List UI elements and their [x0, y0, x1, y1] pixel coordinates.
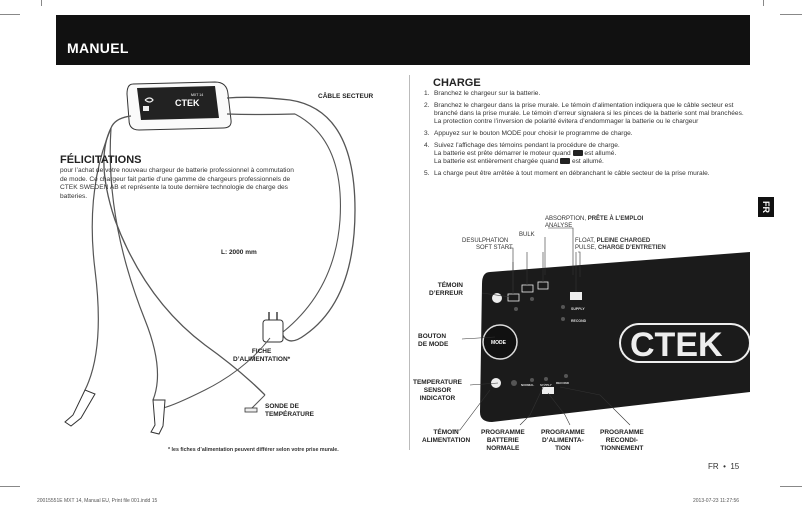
crop-mark: [0, 486, 20, 487]
felicitations-body: pour l’achat de votre nouveau chargeur d…: [60, 167, 294, 200]
ctek-logo: [619, 323, 750, 363]
recond-small-label: RECOND: [571, 319, 587, 323]
mode-button-graphic: [482, 324, 518, 360]
print-date: 2013-07-23 11:27:56: [693, 498, 740, 504]
power-plug: [262, 312, 284, 343]
battery-clamp-left: [64, 389, 96, 427]
temperature-sensor: [244, 394, 266, 413]
crop-mark: [763, 0, 764, 6]
language-tab: FR: [758, 197, 774, 217]
label-desulphation: DESULPHATION: [462, 238, 509, 244]
page-title: MANUEL: [67, 40, 129, 56]
panel-callouts: [452, 227, 631, 431]
cable-label: CÂBLE SECTEUR: [318, 93, 374, 100]
label-prog-batterie: PROGRAMME BATTERIE NORMALE: [481, 429, 525, 452]
length-label: L: 2000 mm: [221, 249, 257, 256]
charger-illustration: CTEK MXT 14: [64, 81, 356, 435]
list-item: 2.Branchez le chargeur dans la prise mur…: [424, 101, 744, 126]
control-panel-illustration: MODE SUPPLY RECOND NORMAL SUPPLY RECOND …: [480, 252, 750, 422]
label-bulk: BULK: [519, 232, 535, 238]
crop-mark: [780, 14, 802, 15]
list-item: 1.Branchez le chargeur sur la batterie.: [424, 90, 541, 97]
column-divider: [409, 75, 410, 450]
label-temp-sensor: TEMPERATURE SENSOR INDICATOR: [413, 379, 462, 402]
label-pulse: PULSE, CHARGE D’ENTRETIEN: [575, 245, 666, 251]
charge-steps: 1.Branchez le chargeur sur la batterie. …: [424, 90, 746, 182]
crop-mark: [41, 0, 42, 6]
mode-button-label: MODE: [491, 340, 507, 346]
full-charge-led-icon: [560, 158, 571, 165]
supply-small-label-2: SUPPLY: [540, 383, 552, 387]
ready-led-icon: [572, 150, 583, 157]
label-temoin-erreur: TÉMOIN D’ERREUR: [429, 282, 463, 297]
header-bar: [56, 15, 750, 65]
label-analyse: ANALYSE: [545, 223, 573, 229]
recond-small-label-2: RECOND: [556, 381, 570, 385]
label-prog-recond: PROGRAMME RECONDI- TIONNEMENT: [600, 429, 644, 452]
ctek-logo-text: CTEK: [630, 326, 723, 364]
label-bouton-mode: BOUTON DE MODE: [418, 333, 449, 348]
label-soft-start: SOFT START: [476, 245, 513, 251]
supply-small-label: SUPPLY: [571, 307, 585, 311]
file-info: 20015551E MXT 14, Manual EU, Print file …: [37, 498, 158, 504]
list-item: 5.La charge peut être arrêtée à tout mom…: [424, 170, 710, 177]
sensor-label: SONDE DE TEMPÉRATURE: [265, 403, 314, 418]
label-float: FLOAT, PLEINE CHARGED: [575, 238, 651, 244]
charger-device: [126, 81, 232, 131]
plug-label: FICHE D’ALIMENTATION*: [233, 348, 291, 363]
normal-small-label: NORMAL: [521, 383, 534, 387]
charge-title: CHARGE: [433, 77, 481, 89]
crop-mark: [0, 14, 20, 15]
list-item: 4. Suivez l’affichage des témoins pendan…: [424, 141, 620, 166]
page-number: FR • 15: [708, 462, 740, 471]
device-model: MXT 14: [191, 93, 203, 97]
footnote: * les fiches d’alimentation peuvent diff…: [168, 447, 339, 453]
felicitations-title: FÉLICITATIONS: [60, 154, 142, 166]
list-item: 3.Appuyez sur le bouton MODE pour choisi…: [424, 130, 633, 137]
crop-mark: [780, 486, 802, 487]
label-absorption: ABSORPTION, PRÊTE À L’EMPLOI: [545, 216, 644, 222]
label-temoin-alim: TÉMOIN ALIMENTATION: [422, 429, 471, 444]
label-prog-alim: PROGRAMME D’ALIMENTA- TION: [541, 429, 585, 452]
battery-clamp-right: [150, 399, 166, 435]
device-brand: CTEK: [175, 98, 200, 108]
status-leds: [491, 281, 582, 394]
